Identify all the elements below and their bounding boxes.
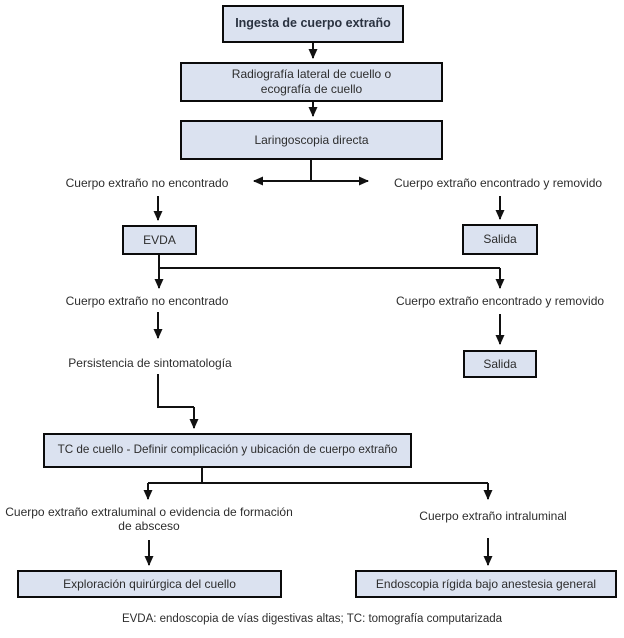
label-intraluminal: Cuerpo extraño intraluminal (419, 509, 566, 523)
node-salida-2: Salida (463, 350, 537, 378)
node-salida-1: Salida (462, 224, 538, 255)
label-encontrado-removido-1: Cuerpo extraño encontrado y removido (394, 176, 602, 190)
node-radiografia: Radiografía lateral de cuello o ecografí… (180, 62, 443, 102)
legend-note: EVDA: endoscopia de vías digestivas alta… (0, 613, 624, 625)
elbow-persistencia-to-tc (157, 374, 194, 408)
label-persistencia: Persistencia de sintomatología (68, 356, 231, 370)
label-no-encontrado-1-text: Cuerpo extraño no encontrado (65, 176, 229, 190)
node-endoscopia: Endoscopia rígida bajo anestesia general (355, 570, 617, 598)
node-exploracion: Exploración quirúrgica del cuello (17, 570, 282, 598)
node-exploracion-label: Exploración quirúrgica del cuello (63, 576, 236, 591)
label-encontrado-removido-2: Cuerpo extraño encontrado y removido (396, 294, 604, 308)
node-endoscopia-label: Endoscopia rígida bajo anestesia general (375, 576, 597, 591)
node-radiografia-line2: ecografía de cuello (260, 82, 363, 96)
node-ingesta-label: Ingesta de cuerpo extraño (235, 16, 391, 31)
node-laringoscopia-label: Laringoscopia directa (254, 132, 369, 147)
legend-note-text: EVDA: endoscopia de vías digestivas alta… (121, 613, 503, 625)
label-extraluminal: Cuerpo extraño extraluminal o evidencia … (5, 505, 293, 534)
label-encontrado-removido-2-text: Cuerpo extraño encontrado y removido (395, 294, 605, 308)
label-persistencia-text: Persistencia de sintomatología (68, 356, 232, 370)
node-evda: EVDA (122, 225, 197, 255)
node-laringoscopia: Laringoscopia directa (180, 120, 443, 160)
node-salida-1-label: Salida (483, 232, 517, 246)
label-no-encontrado-2-text: Cuerpo extraño no encontrado (65, 294, 229, 308)
node-ingesta: Ingesta de cuerpo extraño (222, 5, 404, 43)
label-extraluminal-line1: Cuerpo extraño extraluminal o evidencia … (5, 505, 293, 519)
stem-tc-split (148, 468, 488, 484)
node-salida-2-label: Salida (483, 356, 517, 371)
node-tc-label: TC de cuello - Definir complicación y ub… (57, 443, 398, 457)
node-tc: TC de cuello - Definir complicación y ub… (43, 433, 412, 468)
label-no-encontrado-1: Cuerpo extraño no encontrado (66, 176, 229, 190)
label-encontrado-removido-1-text: Cuerpo extraño encontrado y removido (393, 176, 603, 190)
node-evda-label: EVDA (143, 232, 176, 247)
label-extraluminal-line2: de absceso (118, 519, 180, 534)
node-radiografia-line1: Radiografía lateral de cuello o (231, 67, 392, 81)
elbow-evda-split (158, 255, 500, 269)
label-no-encontrado-2: Cuerpo extraño no encontrado (66, 294, 229, 308)
label-intraluminal-text: Cuerpo extraño intraluminal (419, 509, 567, 523)
